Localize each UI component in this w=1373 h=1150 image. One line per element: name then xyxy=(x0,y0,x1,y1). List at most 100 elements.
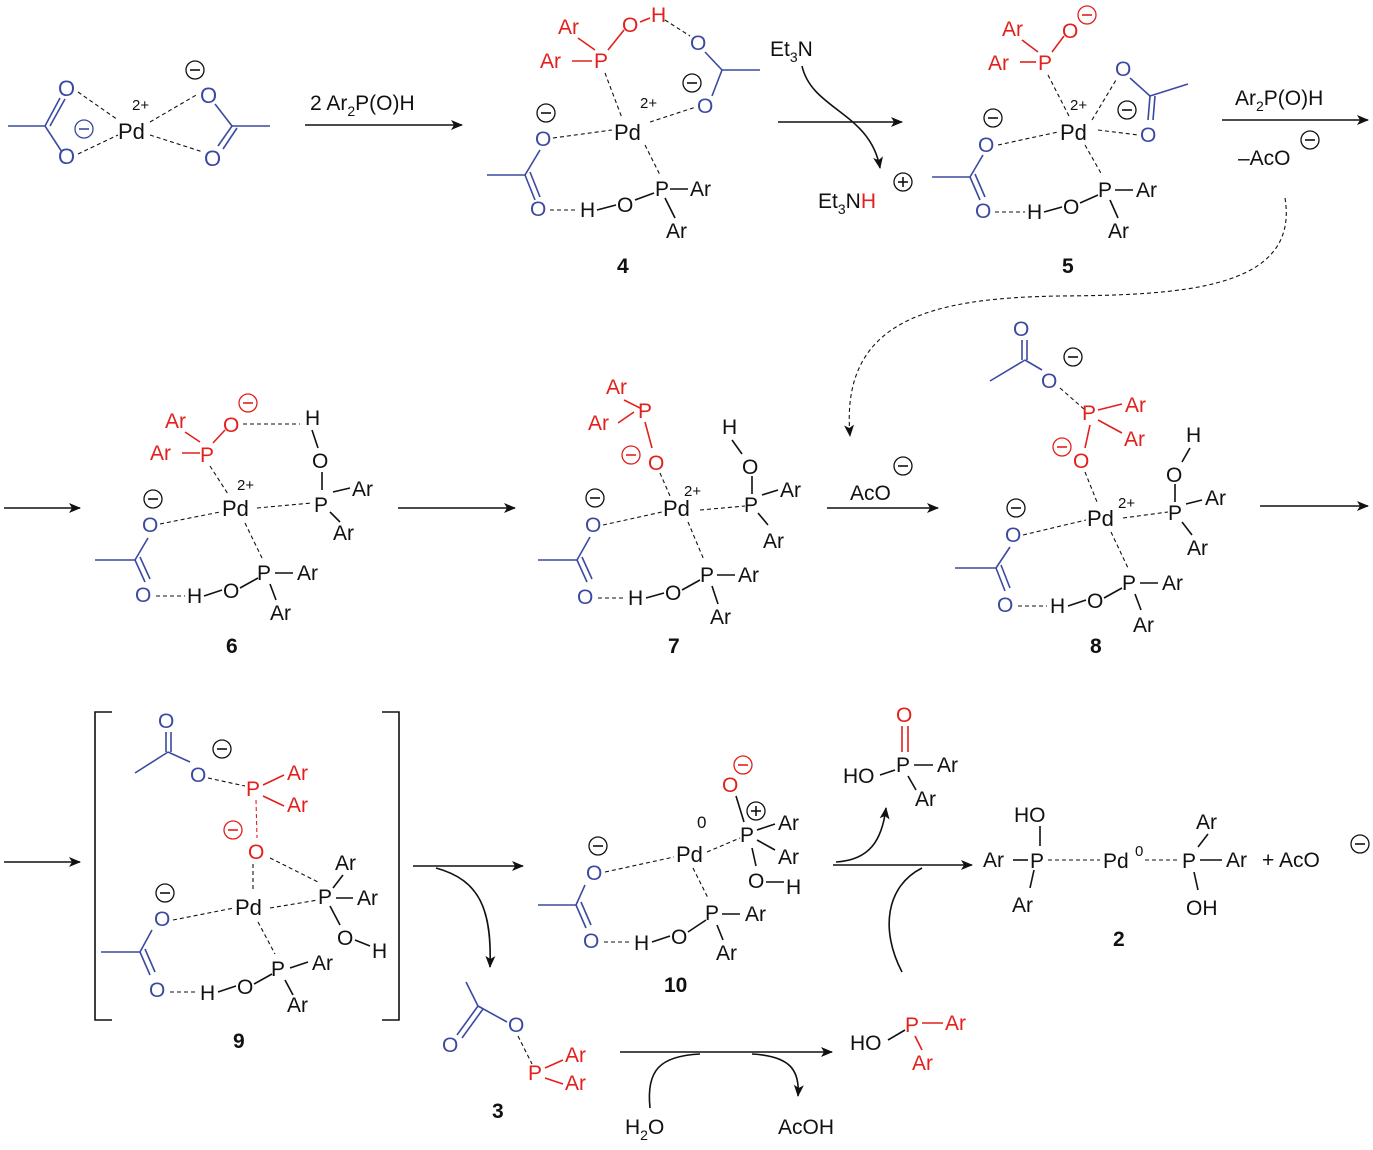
svg-text:Ar: Ar xyxy=(710,606,731,629)
svg-text:O: O xyxy=(535,128,551,151)
compound-7: Ar Ar P O Pd 2+ H O P Ar Ar O O H O xyxy=(538,376,801,658)
compound-5: Ar Ar P O Pd 2+ O O O O H O xyxy=(932,5,1189,278)
svg-text:O: O xyxy=(975,200,991,223)
compound-8: O O P Ar Ar O Pd 2+ H O P Ar Ar O xyxy=(955,318,1226,658)
svg-text:P: P xyxy=(271,958,285,981)
svg-text:O: O xyxy=(1005,524,1021,547)
svg-text:O: O xyxy=(154,908,170,931)
svg-text:O: O xyxy=(248,841,264,864)
svg-text:O: O xyxy=(223,580,239,603)
svg-text:Ar: Ar xyxy=(287,762,308,785)
svg-text:O: O xyxy=(622,14,638,37)
svg-text:P: P xyxy=(896,754,910,777)
svg-text:Ar: Ar xyxy=(565,1044,586,1067)
svg-text:P: P xyxy=(905,1014,919,1037)
svg-text:0: 0 xyxy=(697,813,706,832)
svg-text:O: O xyxy=(1062,20,1078,43)
svg-text:Ar: Ar xyxy=(287,794,308,817)
compound-3: O O P Ar Ar 3 xyxy=(442,981,586,1123)
svg-text:Pd: Pd xyxy=(1103,850,1129,873)
svg-text:HO: HO xyxy=(843,765,875,788)
compound-label-9: 9 xyxy=(233,1030,245,1053)
svg-text:Ar: Ar xyxy=(945,1012,966,1035)
reagent-aco: AcO xyxy=(850,482,891,505)
svg-text:O: O xyxy=(158,710,174,733)
acetate-o-right-bottom: O xyxy=(204,146,221,171)
svg-text:P: P xyxy=(200,444,214,467)
svg-text:Ar: Ar xyxy=(150,442,171,465)
acetate-o-right-top: O xyxy=(200,83,217,108)
svg-text:Ar: Ar xyxy=(165,410,186,433)
svg-text:O: O xyxy=(223,414,239,437)
svg-text:Ar: Ar xyxy=(666,220,687,243)
svg-text:O: O xyxy=(742,456,758,479)
svg-text:O: O xyxy=(1140,124,1156,147)
svg-text:P: P xyxy=(318,886,332,909)
svg-text:O: O xyxy=(1013,318,1029,341)
compound-label-7: 7 xyxy=(668,635,680,658)
svg-text:Ar: Ar xyxy=(1002,18,1023,41)
arrow-hydrolysis: H2O AcOH xyxy=(620,1047,834,1143)
svg-text:P: P xyxy=(744,494,758,517)
svg-text:O: O xyxy=(896,704,912,727)
reagent-ar2poh-2: Ar2P(O)H xyxy=(1235,87,1323,114)
svg-text:O: O xyxy=(697,95,713,118)
svg-text:Ar: Ar xyxy=(738,564,759,587)
svg-text:0: 0 xyxy=(1135,843,1143,860)
svg-text:Ar: Ar xyxy=(690,178,711,201)
svg-text:H: H xyxy=(634,932,649,955)
svg-text:P: P xyxy=(594,50,608,73)
svg-text:H: H xyxy=(1027,201,1042,224)
svg-text:Ar: Ar xyxy=(558,16,579,39)
svg-text:H: H xyxy=(1186,424,1201,447)
svg-text:O: O xyxy=(530,198,546,221)
palladium-acetate-complex: O O Pd 2+ O O xyxy=(8,60,270,171)
svg-text:OH: OH xyxy=(1186,897,1218,920)
svg-text:P: P xyxy=(700,564,714,587)
pd-center: Pd xyxy=(118,119,145,144)
svg-text:H: H xyxy=(786,876,801,899)
svg-text:Pd: Pd xyxy=(235,895,262,920)
arrow-9-to-10 xyxy=(413,861,524,968)
arrow-10-to-2 xyxy=(833,807,973,973)
svg-text:O: O xyxy=(978,134,994,157)
svg-text:P: P xyxy=(1030,850,1044,873)
svg-text:P: P xyxy=(246,778,260,801)
svg-text:Ar: Ar xyxy=(270,602,291,625)
svg-text:O: O xyxy=(997,594,1013,617)
svg-text:Ar: Ar xyxy=(287,994,308,1017)
svg-text:P: P xyxy=(1122,572,1136,595)
svg-text:O: O xyxy=(508,1014,524,1037)
svg-text:P: P xyxy=(638,400,652,423)
svg-text:Ar: Ar xyxy=(335,852,356,875)
right-bracket xyxy=(382,711,400,1021)
svg-text:O: O xyxy=(577,586,593,609)
svg-text:Ar: Ar xyxy=(1108,220,1129,243)
compound-label-5: 5 xyxy=(1062,255,1074,278)
svg-text:P: P xyxy=(528,1062,542,1085)
svg-text:Pd: Pd xyxy=(663,496,690,521)
compound-label-4: 4 xyxy=(617,255,629,278)
svg-text:O: O xyxy=(617,194,633,217)
svg-text:O: O xyxy=(586,862,602,885)
svg-text:Ar: Ar xyxy=(1205,487,1226,510)
compound-4: Ar Ar P O H O O Pd 2+ O O H O P xyxy=(487,4,760,278)
svg-text:H: H xyxy=(628,587,643,610)
svg-text:O: O xyxy=(312,450,328,473)
compound-label-6: 6 xyxy=(226,635,238,658)
svg-text:Ar: Ar xyxy=(716,942,737,965)
svg-text:H: H xyxy=(372,940,387,963)
svg-text:O: O xyxy=(690,32,706,55)
svg-text:Ar: Ar xyxy=(297,562,318,585)
svg-text:Ar: Ar xyxy=(1162,572,1183,595)
svg-text:O: O xyxy=(142,514,158,537)
svg-text:Ar: Ar xyxy=(778,812,799,835)
svg-text:P: P xyxy=(740,824,754,847)
svg-text:H: H xyxy=(187,585,202,608)
svg-text:Ar: Ar xyxy=(763,530,784,553)
svg-text:O: O xyxy=(722,774,738,797)
svg-text:O: O xyxy=(665,582,681,605)
svg-text:H: H xyxy=(1050,595,1065,618)
svg-text:Ar: Ar xyxy=(937,754,958,777)
svg-text:Ar: Ar xyxy=(1136,179,1157,202)
